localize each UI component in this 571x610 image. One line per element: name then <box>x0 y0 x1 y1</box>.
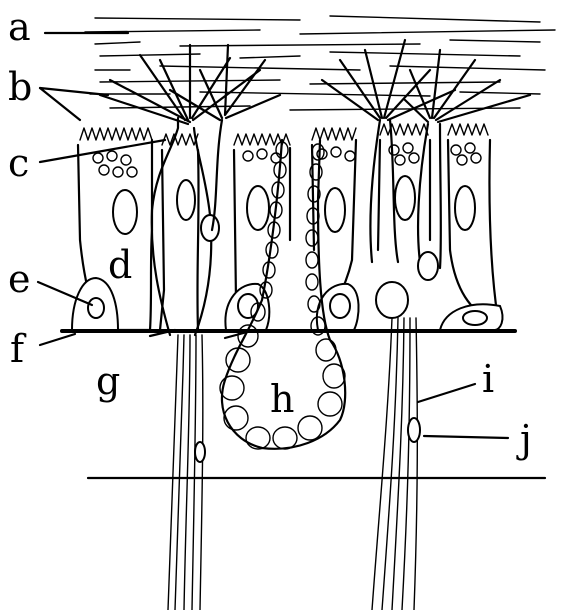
label-j: j <box>516 417 532 461</box>
mucus-layer <box>85 16 555 110</box>
label-a: a <box>8 5 31 49</box>
supporting-cells <box>78 124 498 330</box>
leader-i <box>418 384 475 402</box>
leader-f <box>40 334 75 345</box>
label-g: g <box>96 359 120 403</box>
leader-j <box>424 436 508 438</box>
leader-b-1 <box>40 88 108 95</box>
leader-b-2 <box>40 88 80 120</box>
receptor-cell-right <box>322 40 530 318</box>
label-c: c <box>8 141 29 185</box>
axon-bundle-left <box>168 335 205 610</box>
labels: a b c d e f g h i j <box>8 5 532 461</box>
axon-bundle-right <box>372 318 420 610</box>
label-b: b <box>8 65 32 109</box>
label-e: e <box>8 257 31 301</box>
label-i: i <box>482 357 494 401</box>
label-f: f <box>10 327 27 371</box>
label-d: d <box>108 243 132 287</box>
basal-cells <box>72 278 503 330</box>
label-h: h <box>270 377 294 421</box>
